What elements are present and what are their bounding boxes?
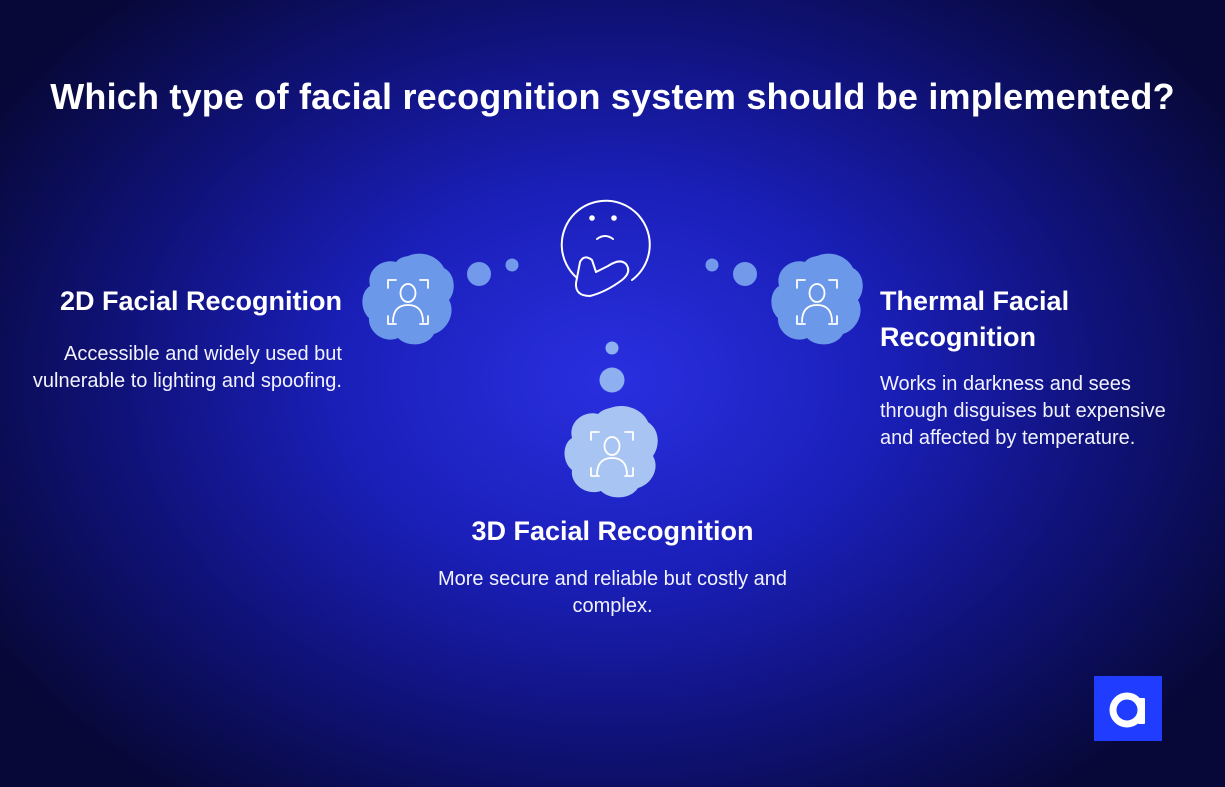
brand-logo xyxy=(1094,676,1162,741)
thinking-face-icon xyxy=(560,199,651,297)
option-thermal-heading: Thermal Facial Recognition xyxy=(880,286,1070,352)
face-scan-icon-thermal xyxy=(771,253,863,345)
bubble-center-small xyxy=(605,341,619,355)
bubble-center-large xyxy=(599,367,625,393)
brand-logo-a-icon xyxy=(1109,692,1145,727)
face-scan-icon-3d xyxy=(564,405,658,498)
option-3d-heading: 3D Facial Recognition xyxy=(471,516,754,546)
option-3d-description: More secure and reliable but costly and … xyxy=(437,568,788,617)
bubble-left-large xyxy=(467,262,491,286)
option-2d-description: Accessible and widely used but vulnerabl… xyxy=(32,343,342,392)
bubble-right-large xyxy=(733,262,757,286)
option-2d-heading: 2D Facial Recognition xyxy=(59,286,342,316)
face-scan-icon-2d xyxy=(362,253,454,345)
bubble-right-small xyxy=(705,258,719,272)
option-thermal-description: Works in darkness and sees through disgu… xyxy=(880,373,1166,449)
bubble-left-small xyxy=(505,258,519,272)
page-title: Which type of facial recognition system … xyxy=(50,76,1175,117)
